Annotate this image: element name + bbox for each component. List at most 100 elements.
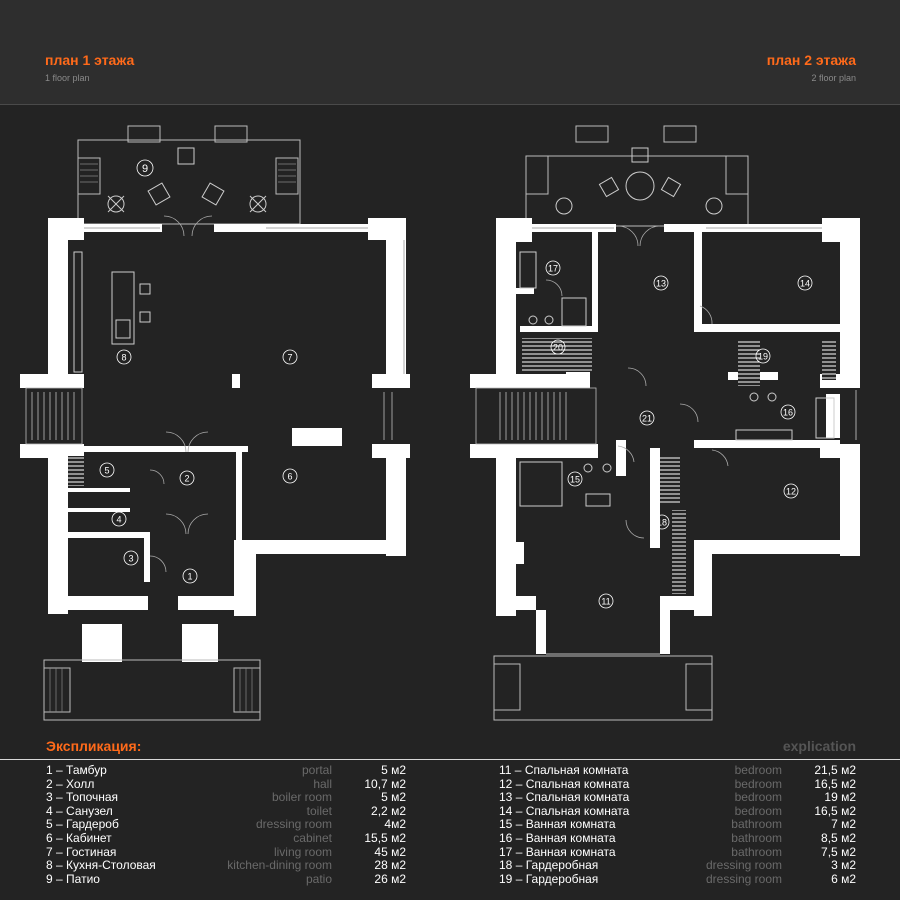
floor2-windows: [532, 227, 857, 440]
room-label-2: 2: [184, 474, 189, 484]
room-area: 3 м2: [831, 858, 856, 873]
floor2-hatched-wardrobes: [522, 338, 836, 594]
room-number: 12: [499, 776, 513, 791]
room-area: 19 м2: [824, 790, 856, 805]
room-number: 18: [499, 858, 513, 873]
floor2-staircase: [475, 387, 597, 445]
floor1-room-labels: 1 2 3 4 5 6 7 8 9: [99, 159, 298, 584]
balcony-furniture: [555, 147, 723, 215]
room-label-14: 14: [800, 279, 810, 289]
room-name: Холл: [66, 776, 95, 791]
room-area: 16,5 м2: [814, 776, 856, 791]
room-label-11: 11: [601, 597, 610, 607]
floor2-walls: [470, 218, 860, 654]
room-label-16: 16: [783, 408, 793, 418]
room-number: 14: [499, 803, 513, 818]
room-name: Гостиная: [66, 844, 117, 859]
rear-porch: [493, 653, 713, 721]
room-name: Гардеробная: [525, 858, 599, 873]
room-name: Гардероб: [66, 817, 119, 832]
floor2-subtitle: 2 floor plan: [811, 73, 856, 83]
room-label-3: 3: [128, 554, 133, 564]
room-name: Кабинет: [66, 830, 112, 845]
room-name-en: bedroom: [734, 763, 782, 777]
room-name-en: bathroom: [731, 817, 782, 832]
room-name-en: toilet: [306, 803, 332, 818]
floor1-staircase: [25, 387, 393, 445]
room-area: 8,5 м2: [821, 830, 856, 845]
room-area: 7 м2: [831, 817, 856, 832]
room-name-en: bathroom: [731, 830, 782, 845]
balcony-structure: [525, 125, 749, 227]
room-area: 7,5 м2: [821, 844, 856, 859]
room-number: 5: [46, 817, 53, 832]
room-area: 5 м2: [381, 790, 406, 805]
room-area: 10,7 м2: [364, 776, 406, 791]
patio-steps: [80, 163, 296, 183]
room-label-21: 21: [642, 414, 652, 424]
patio-chairs: [147, 147, 225, 206]
room-name: Тамбур: [66, 763, 107, 777]
room-name: Спальная комната: [524, 763, 629, 777]
room-label-7: 7: [287, 353, 292, 363]
room-area: 21,5 м2: [814, 763, 856, 777]
room-label-5: 5: [104, 466, 109, 476]
room-name: Ванная комната: [525, 817, 616, 832]
room-name-en: boiler room: [271, 790, 332, 805]
room-area: 2,2 м2: [371, 803, 406, 818]
explication-title-en: explication: [782, 738, 856, 754]
header-band: план 1 этажа 1 floor plan план 2 этажа 2…: [0, 0, 900, 105]
floor1-windows: [84, 227, 405, 374]
room-area: 28 м2: [374, 858, 406, 873]
patio-plants: [107, 195, 267, 213]
room-number: 17: [499, 844, 513, 859]
room-number: 15: [499, 817, 513, 832]
room-name: Спальная комната: [525, 803, 630, 818]
room-name-en: portal: [301, 763, 332, 777]
room-label-19: 19: [758, 352, 768, 362]
room-label-17: 17: [548, 264, 558, 274]
floor1-title: план 1 этажа: [45, 52, 135, 68]
kitchen-island: [73, 251, 151, 373]
room-label-1: 1: [187, 572, 192, 582]
room-number: 3: [46, 790, 53, 805]
room-name: Спальная комната: [525, 790, 630, 805]
room-area: 45 м2: [374, 844, 406, 859]
room-name: Спальная комната: [525, 776, 630, 791]
room-name: Кухня-Столовая: [66, 858, 156, 873]
room-name: Гардеробная: [525, 871, 599, 886]
room-number: 6: [46, 830, 53, 845]
room-name-en: patio: [305, 871, 332, 886]
room-number: 13: [499, 790, 513, 805]
room-number: 11: [499, 763, 512, 777]
floor1-plan: 1 2 3 4 5 6 7 8 9: [20, 125, 410, 721]
room-area: 4м2: [384, 817, 406, 832]
room-number: 2: [46, 776, 53, 791]
floor1-doors: [149, 215, 213, 573]
room-name: Санузел: [66, 803, 113, 818]
room-number: 16: [499, 830, 513, 845]
room-area: 6 м2: [831, 871, 856, 886]
room-label-15: 15: [570, 475, 580, 485]
room-name-en: bathroom: [731, 844, 782, 859]
explication-divider: [0, 759, 900, 760]
room-area: 15,5 м2: [364, 830, 406, 845]
room-name: Ванная комната: [525, 830, 616, 845]
wardrobe-hatch: [68, 456, 84, 486]
room-area: 16,5 м2: [814, 803, 856, 818]
room-label-8: 8: [121, 353, 126, 363]
